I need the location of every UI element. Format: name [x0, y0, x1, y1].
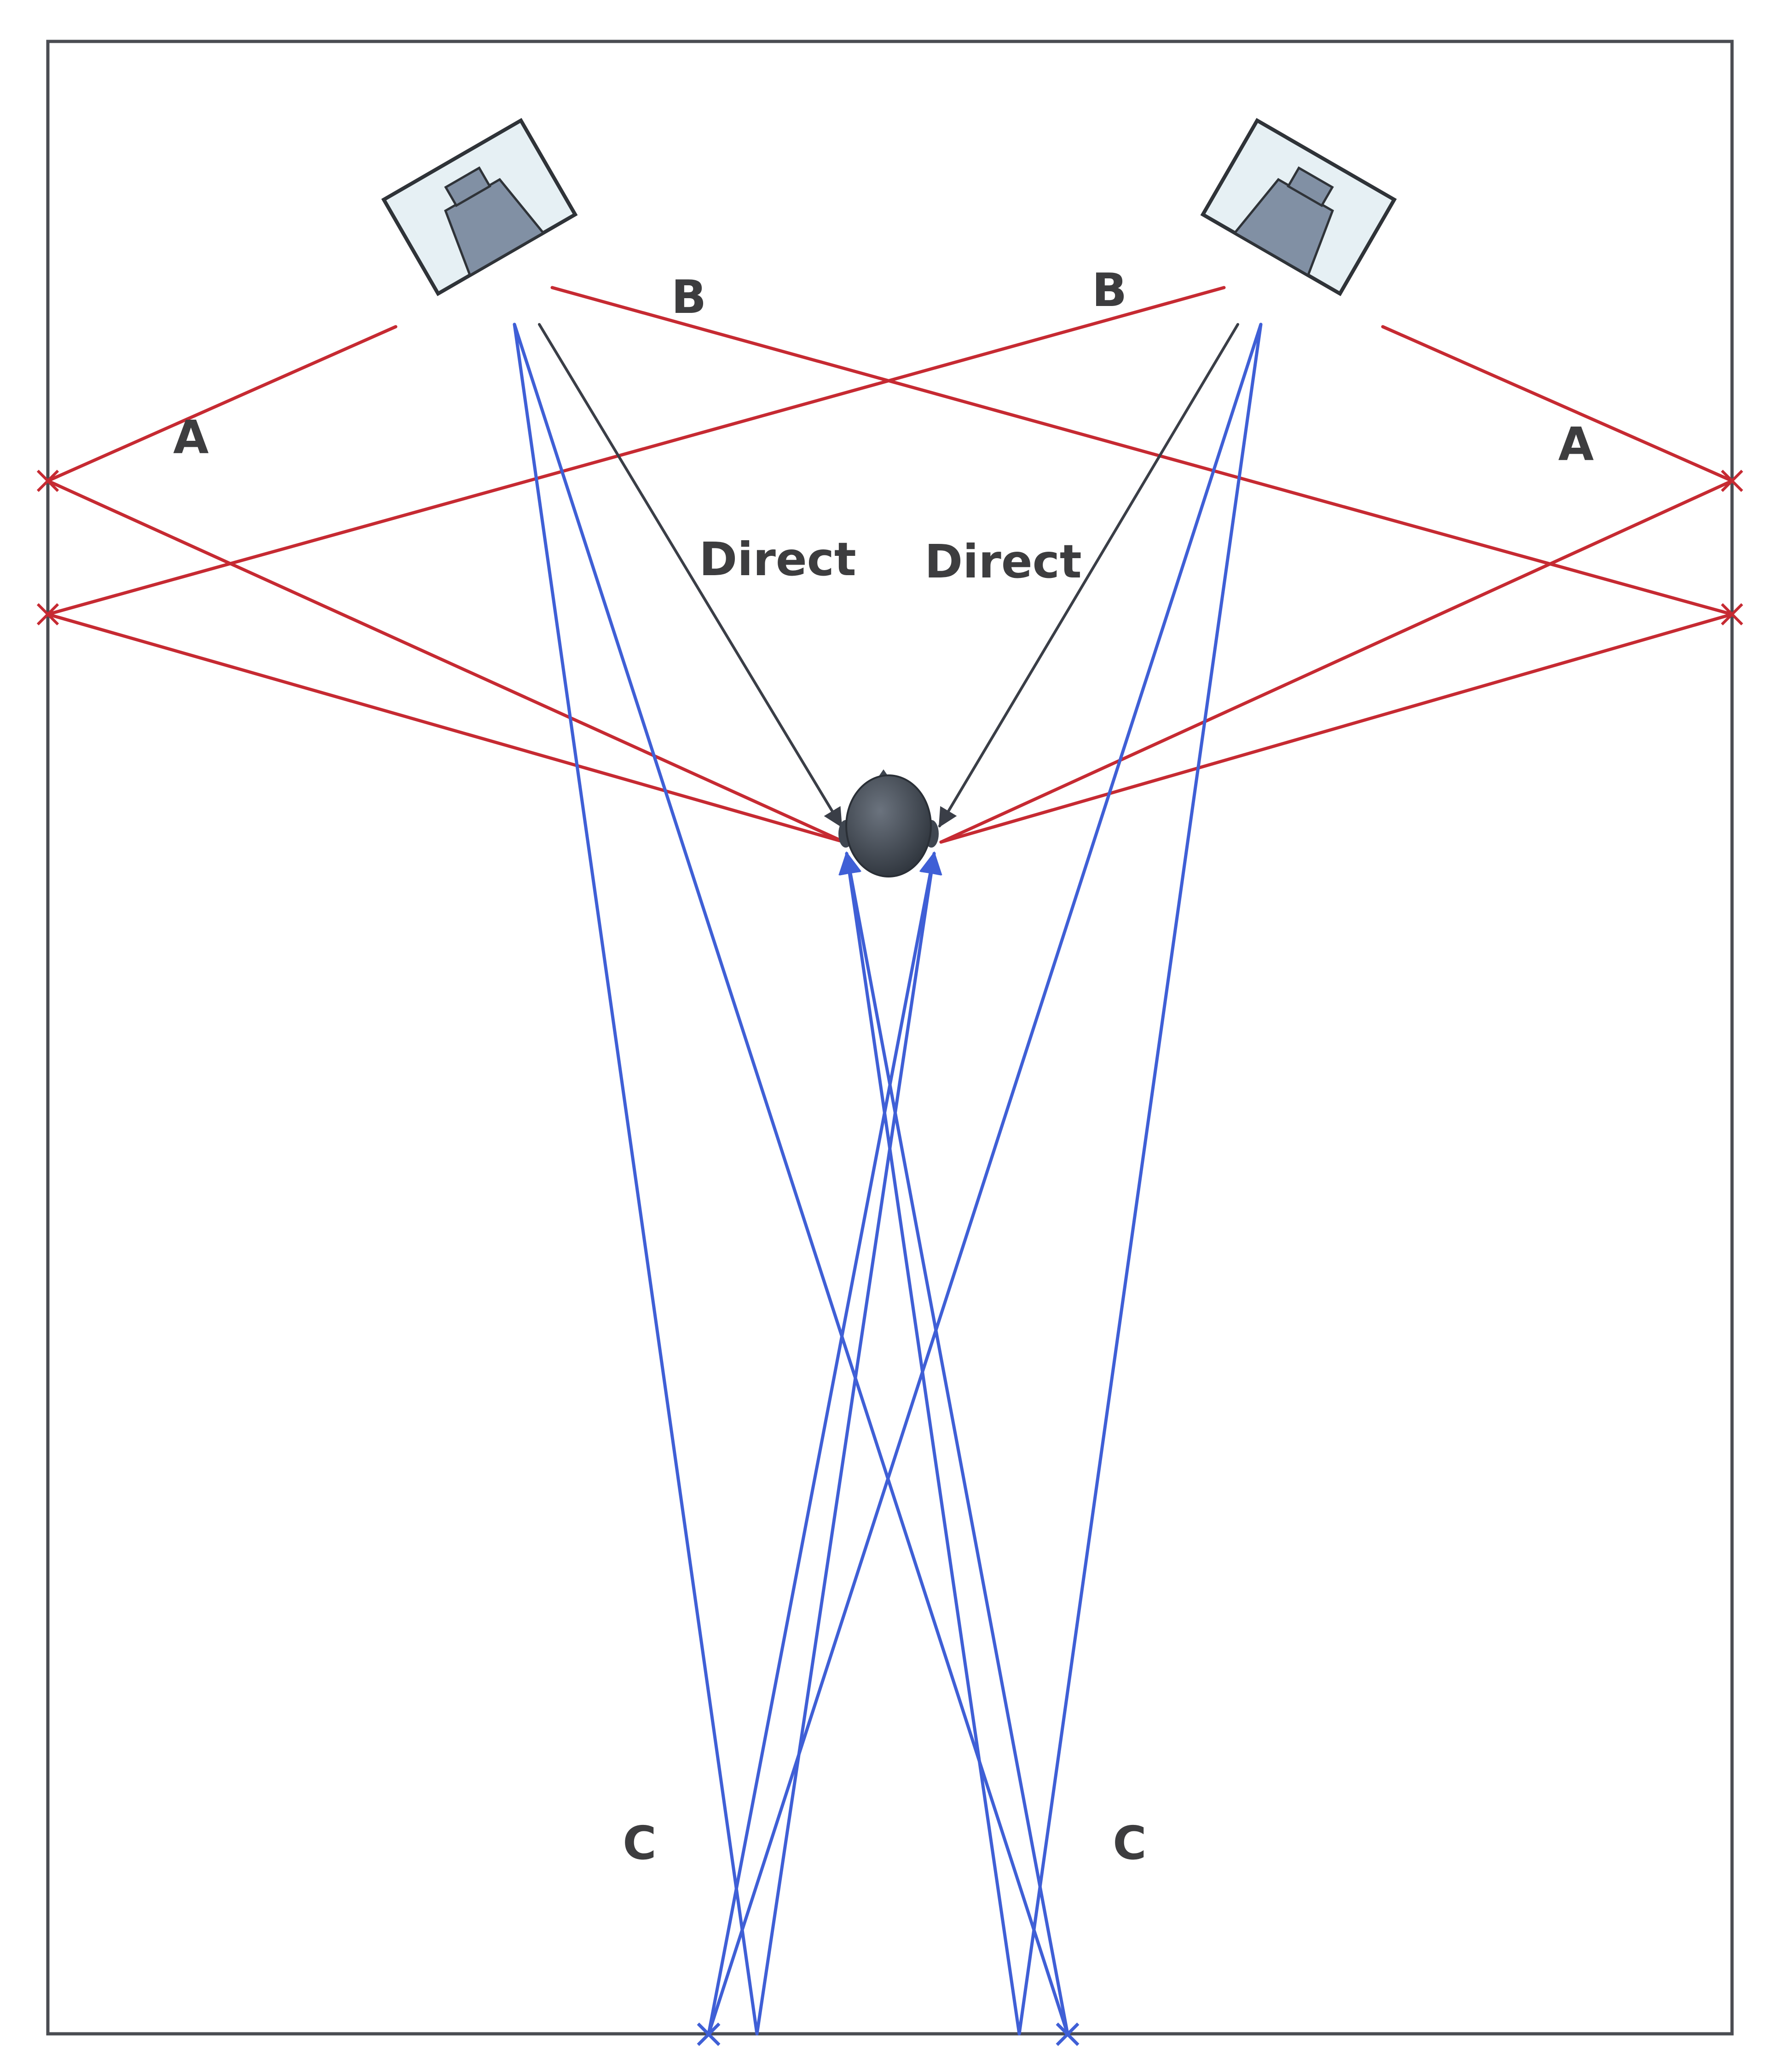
reflection-a-left	[46, 325, 846, 844]
label-b-right: B	[1092, 263, 1127, 317]
reflection-point-mark	[36, 469, 59, 492]
label-direct-left: Direct	[699, 532, 856, 586]
label-c-right: C	[1113, 1816, 1146, 1870]
reflection-point-mark	[697, 2022, 721, 2046]
reflection-point-mark	[1721, 469, 1744, 492]
reflection-c-left-speaker	[513, 323, 1069, 2036]
reflection-c-right-speaker	[707, 323, 1263, 2036]
label-b-left: B	[671, 270, 706, 324]
speaker-right	[1200, 118, 1397, 296]
wall-reflection-points-side	[36, 469, 1744, 626]
direct-path-left	[538, 323, 843, 828]
reflection-b-right-speaker	[46, 286, 1226, 844]
speaker-left	[381, 118, 578, 296]
reflection-b-left-speaker	[550, 286, 1734, 844]
reflection-point-mark	[36, 603, 59, 626]
label-a-left: A	[173, 410, 208, 464]
reflection-point-mark	[1056, 2022, 1080, 2046]
wall-reflection-points-rear	[697, 2022, 1080, 2046]
label-c-left: C	[623, 1816, 656, 1870]
label-direct-right: Direct	[924, 535, 1082, 589]
room-outline	[46, 40, 1734, 2036]
listener-head-icon	[838, 769, 939, 877]
direct-path-right	[938, 323, 1239, 828]
reflection-a-right	[939, 325, 1734, 844]
reflection-point-mark	[1721, 603, 1744, 626]
label-a-right: A	[1558, 417, 1594, 471]
